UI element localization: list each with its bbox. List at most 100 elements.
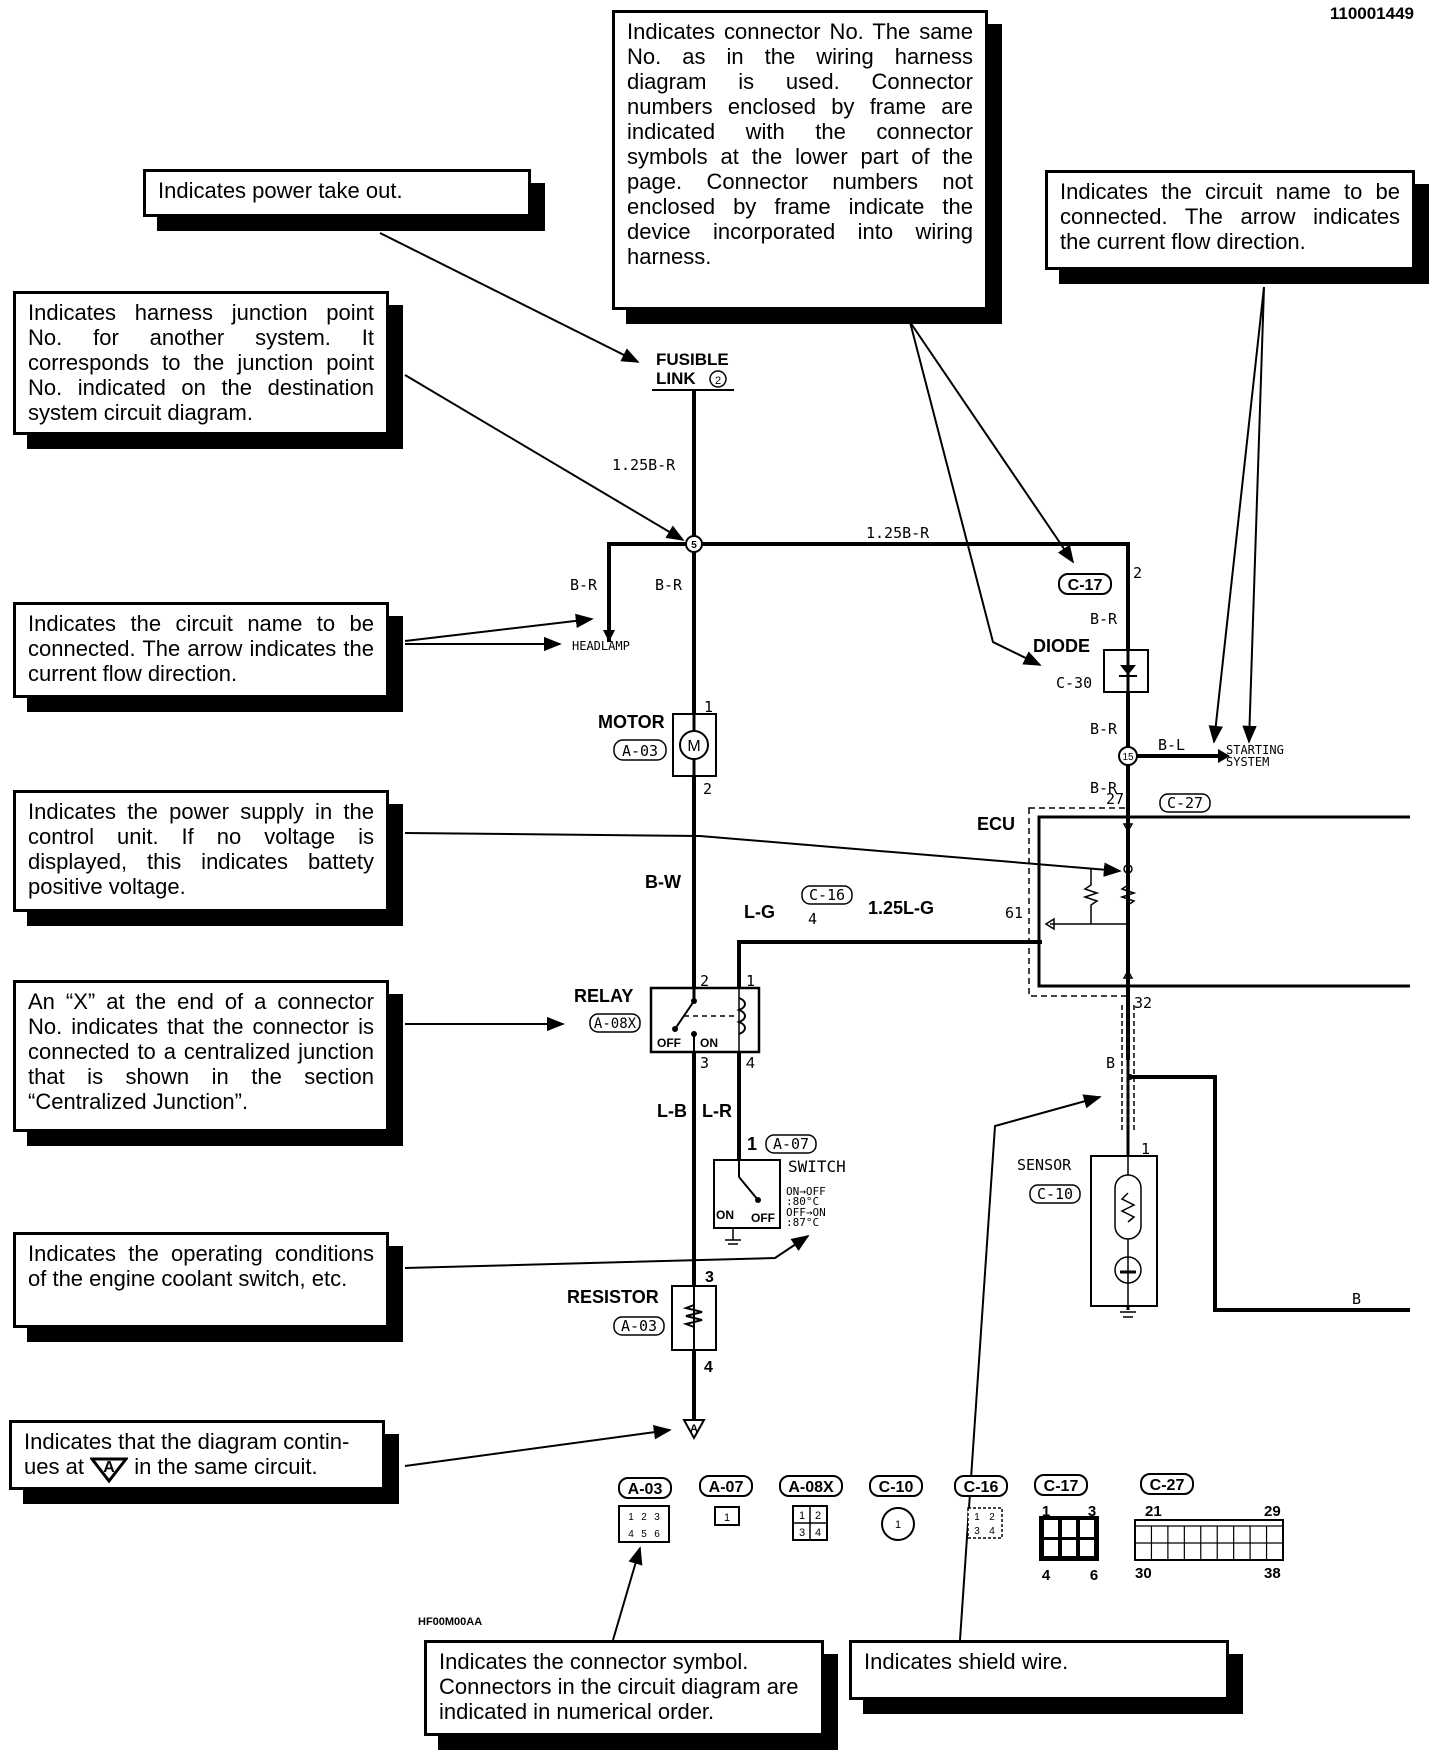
svg-text:SWITCH: SWITCH <box>788 1157 846 1176</box>
connector-c17: C-17 2 <box>1058 564 1142 595</box>
svg-text:B: B <box>1352 1290 1361 1308</box>
svg-text:1: 1 <box>974 1512 980 1523</box>
wires <box>607 390 1410 1420</box>
svg-text:4: 4 <box>1042 1567 1051 1584</box>
leader-shield-wire <box>959 1094 1102 1641</box>
svg-text:2: 2 <box>815 1510 821 1522</box>
c27-body <box>1134 1519 1284 1561</box>
svg-text:A-03: A-03 <box>621 1317 657 1335</box>
switch-contact-icon <box>738 1176 759 1201</box>
leader-power-takeout <box>379 232 640 363</box>
leader-connector-diode <box>909 321 1042 666</box>
svg-text:ON→OFF: ON→OFF <box>786 1185 826 1198</box>
relay-switch-icon <box>674 1000 695 1030</box>
svg-text:6: 6 <box>654 1529 660 1540</box>
callout-circuit-name-left: Indicates the circuit name to be connect… <box>13 602 389 698</box>
figure-code: HF00M00AA <box>418 1616 483 1628</box>
svg-text:LINK: LINK <box>656 369 696 388</box>
connector-symbols: A-03 1 2 3 4 5 6 A-07 1 A-08X 1 <box>618 1473 1284 1584</box>
svg-text:1.25B-R: 1.25B-R <box>866 524 930 542</box>
svg-text::80°C: :80°C <box>786 1195 819 1208</box>
svg-text:5: 5 <box>691 540 697 551</box>
document-id: 110001449 <box>1329 4 1414 23</box>
resistor-icon <box>682 1304 703 1328</box>
svg-text:3: 3 <box>974 1526 980 1537</box>
connector-symbol-c16: C-16 1 2 3 4 <box>954 1475 1008 1539</box>
leader-circuit-right-a <box>1242 286 1265 744</box>
svg-text:MOTOR: MOTOR <box>598 712 665 732</box>
svg-text:4: 4 <box>815 1527 821 1539</box>
connector-symbol-a07: A-07 1 <box>699 1475 753 1526</box>
svg-text:4: 4 <box>808 910 817 928</box>
svg-text:RELAY: RELAY <box>574 986 633 1006</box>
starting-arrow-icon <box>1218 749 1230 763</box>
svg-text:3: 3 <box>799 1527 805 1539</box>
continuation-marker: A <box>682 1419 706 1441</box>
diode-icon <box>1120 665 1136 675</box>
callout-power-takeout: Indicates power take out. <box>143 169 531 217</box>
svg-text:B-R: B-R <box>570 576 598 594</box>
connector-c16: C-16 4 <box>801 885 853 928</box>
svg-text:L-G: L-G <box>744 902 775 922</box>
relay: RELAY A-08X OFF ON 2 1 3 4 <box>574 972 761 1072</box>
svg-text:61: 61 <box>1005 904 1023 922</box>
svg-text:1: 1 <box>895 1519 901 1531</box>
svg-text:A-08X: A-08X <box>788 1479 834 1496</box>
svg-text:2: 2 <box>700 972 709 990</box>
svg-text:1: 1 <box>704 698 713 716</box>
connector-symbol-a03: A-03 1 2 3 4 5 6 <box>618 1477 672 1543</box>
svg-text:1: 1 <box>747 1134 757 1154</box>
svg-text:4: 4 <box>704 1359 713 1376</box>
callout-junction-point: Indicates harness junction point No. for… <box>13 291 389 435</box>
headlamp-arrow-icon <box>603 630 615 642</box>
ecu-resistor-1 <box>1050 873 1137 925</box>
callout-shield-wire: Indicates shield wire. <box>849 1640 1229 1700</box>
svg-text:L-R: L-R <box>702 1101 732 1121</box>
svg-text:1: 1 <box>746 972 755 990</box>
svg-text:3: 3 <box>654 1512 660 1523</box>
ecu-dashed-frame <box>1028 807 1130 997</box>
motor-icon <box>679 730 709 760</box>
callout-x-connector: An “X” at the end of a connector No. ind… <box>13 980 389 1132</box>
leader-connector-symbol <box>612 1546 643 1641</box>
leader-operating <box>404 1235 810 1269</box>
svg-text:30: 30 <box>1135 1565 1152 1582</box>
svg-text:B-R: B-R <box>1090 720 1118 738</box>
svg-text:1: 1 <box>1042 1503 1050 1520</box>
svg-text:3: 3 <box>700 1054 709 1072</box>
wire-relay-coil <box>737 940 1042 1160</box>
leader-circuit-left-a <box>404 613 594 642</box>
continues-text-pre: Indicates that the diagram contin-ues at <box>24 1429 350 1479</box>
connector-symbol-c17: C-17 1 3 4 6 <box>1034 1474 1099 1584</box>
connector-symbol-c10: C-10 1 <box>869 1475 923 1541</box>
svg-text:1: 1 <box>799 1510 805 1522</box>
svg-text:1: 1 <box>724 1512 730 1524</box>
svg-text:2: 2 <box>641 1512 647 1523</box>
svg-text:1.25B-R: 1.25B-R <box>612 456 676 474</box>
svg-text:C-17: C-17 <box>1068 577 1103 594</box>
svg-text:C-16: C-16 <box>809 886 845 904</box>
svg-text:C-30: C-30 <box>1056 674 1092 692</box>
svg-text:B-R: B-R <box>1090 610 1118 628</box>
callout-circuit-name-right: Indicates the circuit name to be connect… <box>1045 170 1415 270</box>
svg-text:A-03: A-03 <box>628 1481 663 1498</box>
starting-system-label-1: STARTING <box>1226 743 1284 757</box>
svg-text:2: 2 <box>989 1512 995 1523</box>
wire-labels: 1.25B-R 1.25B-R B-R B-R B-R B-R B-R B-L … <box>570 456 1361 1348</box>
callout-operating-conditions: Indicates the operating conditions of th… <box>13 1232 389 1328</box>
ecu: ECU 27 C-27 61 32 <box>977 790 1410 1012</box>
svg-text:1.25L-G: 1.25L-G <box>868 898 934 918</box>
fusible-link: FUSIBLE LINK 2 <box>652 350 734 391</box>
svg-text:15: 15 <box>1122 752 1134 763</box>
svg-text:C-27: C-27 <box>1167 794 1203 812</box>
svg-text:2: 2 <box>715 375 721 387</box>
svg-text::87°C: :87°C <box>786 1216 819 1229</box>
svg-text:OFF: OFF <box>657 1036 681 1050</box>
svg-text:27: 27 <box>1106 790 1124 808</box>
callout-connector-number: Indicates connector No. The same No. as … <box>612 10 988 310</box>
ecu-body <box>1037 815 1410 988</box>
svg-text:3: 3 <box>705 1269 714 1286</box>
svg-text:SENSOR: SENSOR <box>1017 1156 1072 1174</box>
starting-system-label-2: SYSTEM <box>1226 755 1269 769</box>
